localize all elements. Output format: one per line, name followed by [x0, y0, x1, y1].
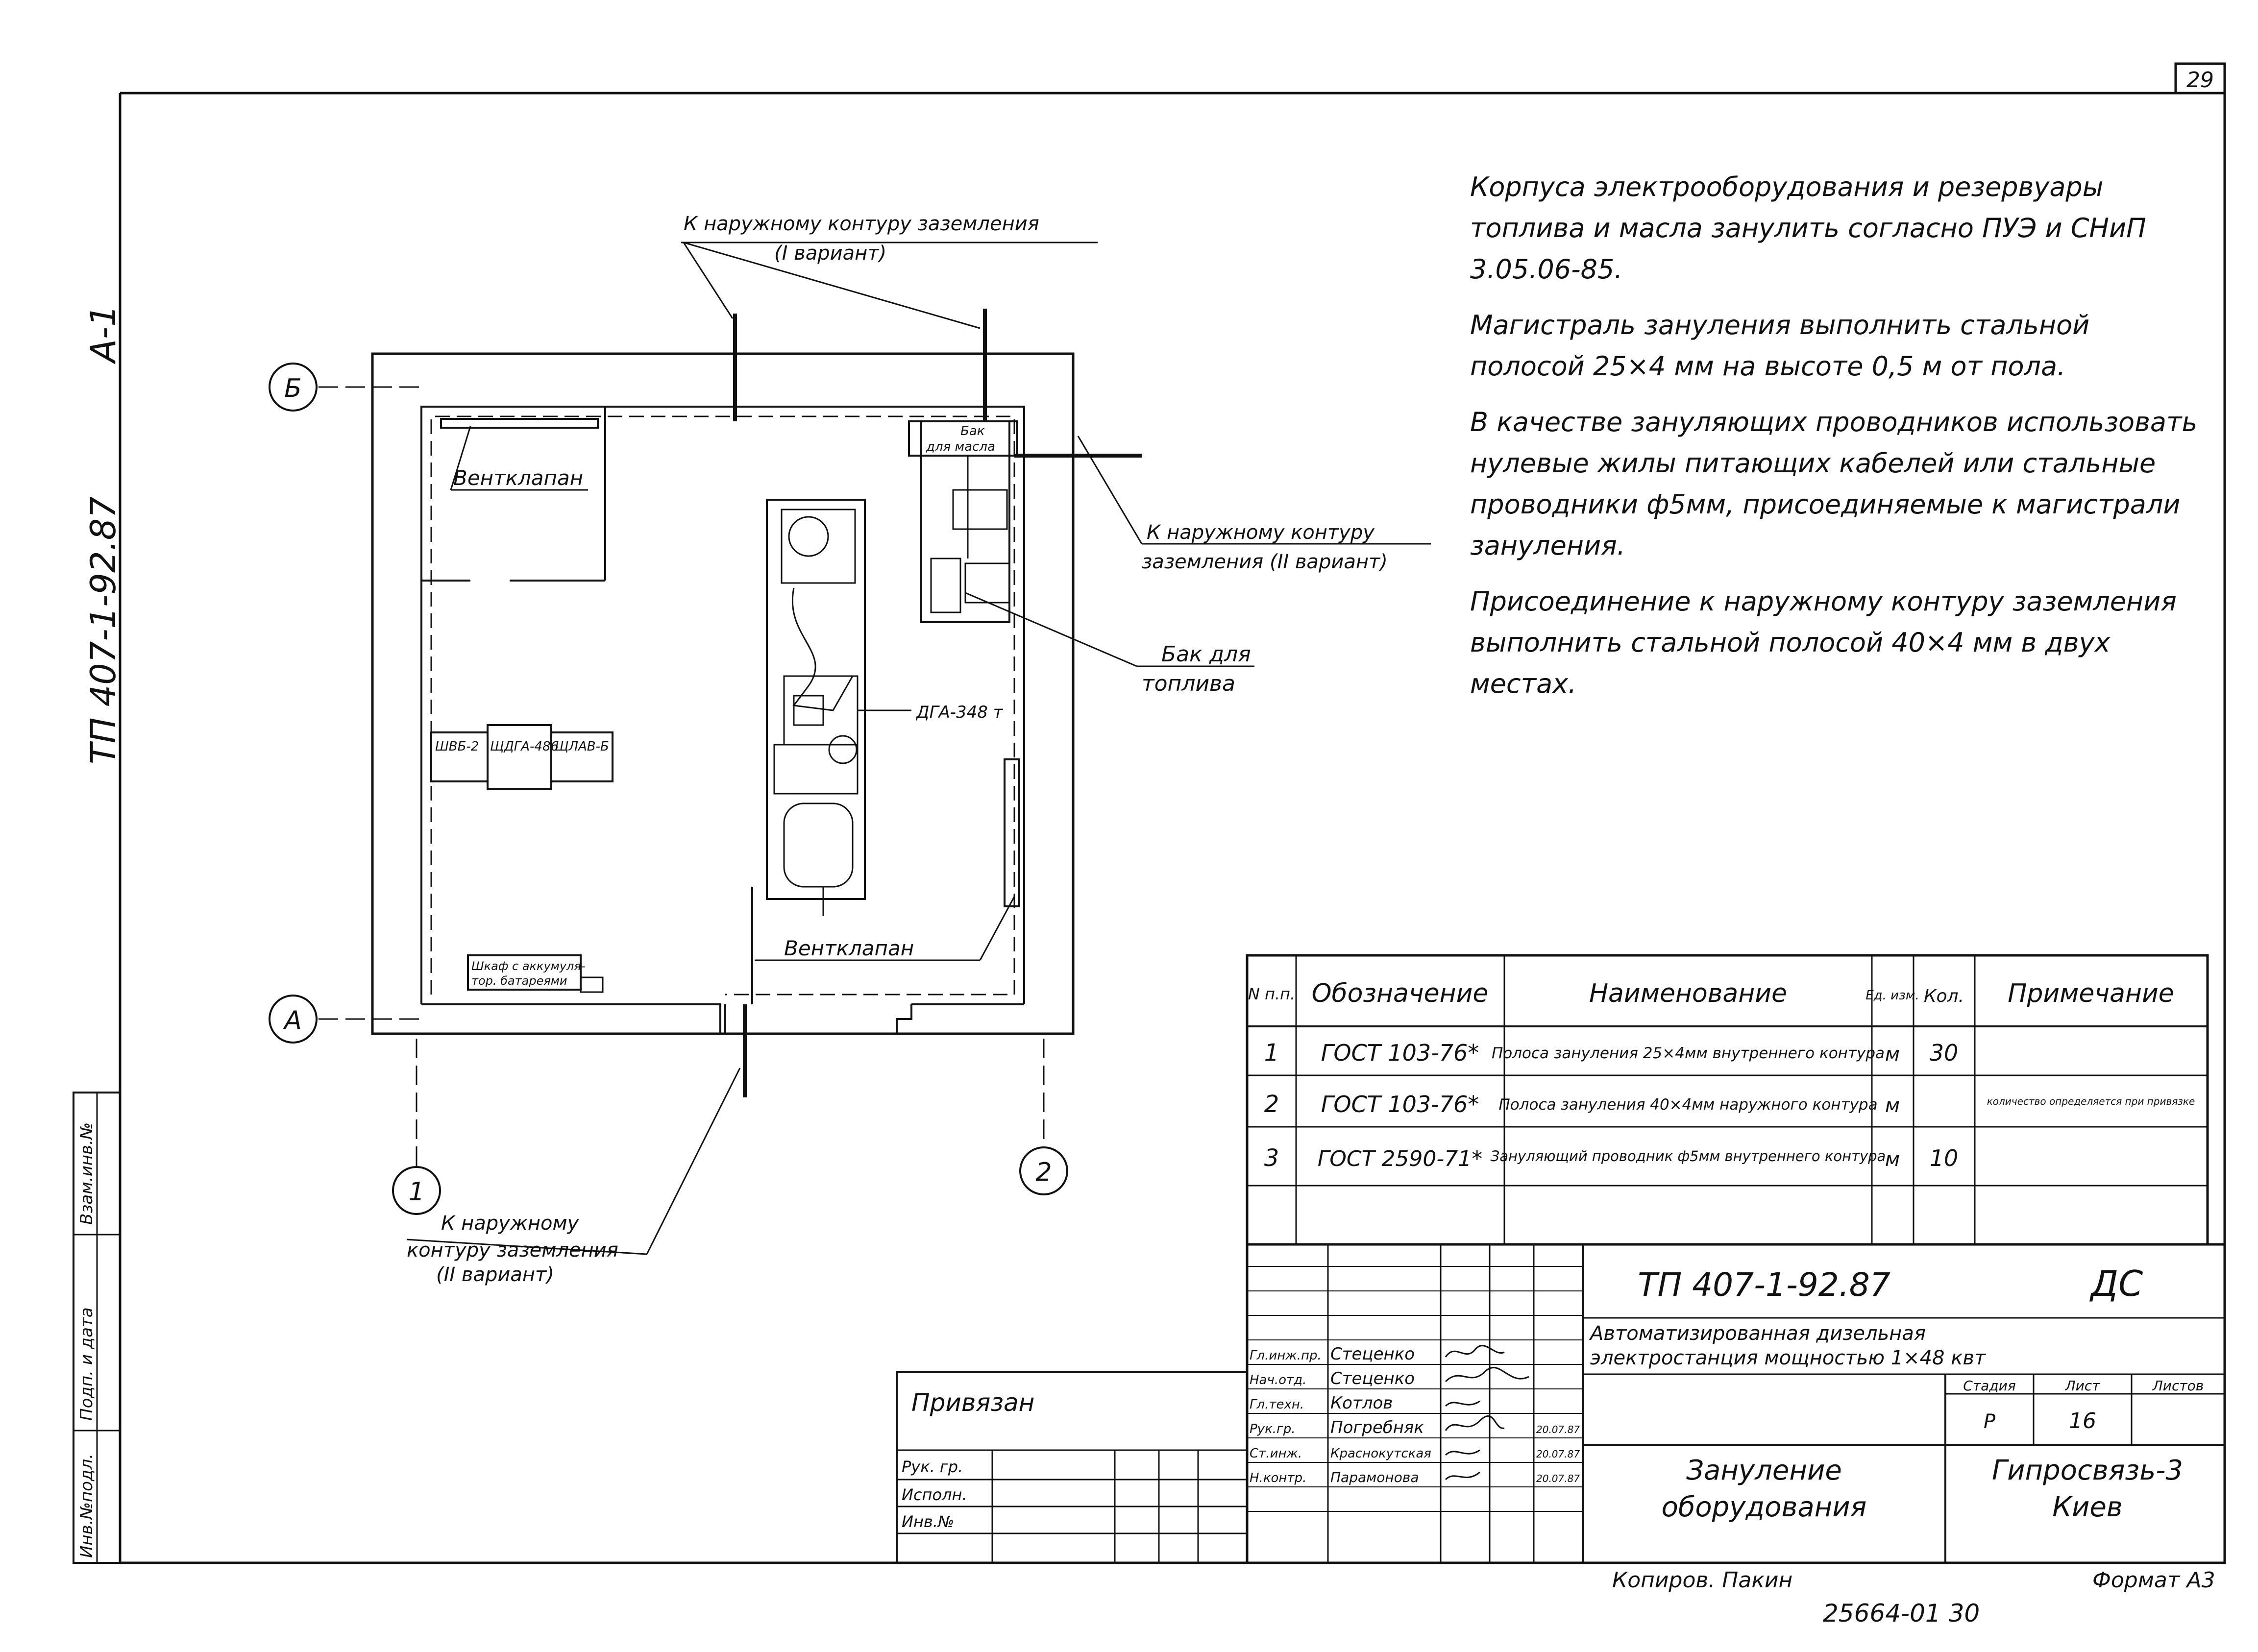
- role-1-name: Стеценко: [1330, 1344, 1415, 1364]
- oil-tank-label-1: Бак: [960, 424, 985, 438]
- generator-label: ДГА-348 т: [915, 703, 1004, 722]
- date-2: 20.07.87: [1536, 1448, 1580, 1460]
- axis-label-a: А: [283, 1006, 302, 1035]
- spec-row-3-designation: ГОСТ 2590-71*: [1318, 1146, 1483, 1171]
- fuel-tank-label-1: Бак для: [1161, 642, 1251, 667]
- spec-row-1-name: Полоса зануления 25×4мм внутреннего конт…: [1492, 1045, 1885, 1062]
- oil-tank-label-2: для масла: [926, 439, 995, 454]
- signatures: [1445, 1345, 1529, 1481]
- sheet-value: 16: [2069, 1409, 2096, 1433]
- role-6-name: Парамонова: [1330, 1469, 1419, 1485]
- spec-row-1-unit: м: [1885, 1043, 1900, 1066]
- privyazan-row-1: Рук. гр.: [902, 1458, 963, 1476]
- role-4-name: Погребняк: [1330, 1418, 1424, 1437]
- spec-header-num: N п.п.: [1248, 985, 1295, 1003]
- battery-cabinet-label-2: тор. батареями: [471, 974, 567, 988]
- role-2-name: Стеценко: [1330, 1369, 1415, 1388]
- spec-header-qty: Кол.: [1924, 986, 1964, 1006]
- panel-label-1: ШВБ-2: [435, 739, 479, 754]
- project-title-line1: Автоматизированная дизельная: [1589, 1322, 1926, 1345]
- spec-row-1-num: 1: [1264, 1039, 1279, 1067]
- title-block-grid: [896, 1243, 2226, 1564]
- spec-row-3-name: Зануляющий проводник ф5мм внутреннего ко…: [1491, 1148, 1886, 1165]
- callout-ground-2-bottom-line3: (II вариант): [436, 1263, 554, 1286]
- privyazan-row-2: Исполн.: [902, 1485, 967, 1504]
- sheets-header: Листов: [2152, 1378, 2204, 1394]
- organization-line1: Гипросвязь-3: [1992, 1455, 2183, 1486]
- panel-label-2: ЩДГА-486: [490, 739, 559, 754]
- role-1: Гл.инж.пр.: [1250, 1348, 1322, 1363]
- role-6: Н.контр.: [1250, 1471, 1306, 1485]
- callout-ground-1-line2: (I вариант): [774, 242, 886, 265]
- floor-plan: [269, 242, 1431, 1255]
- side-stamp: [73, 1092, 121, 1564]
- callout-ground-1-line1: К наружному контуру заземления: [684, 213, 1039, 235]
- axis-label-2: 2: [1035, 1158, 1052, 1187]
- spec-row-2-designation: ГОСТ 103-76*: [1321, 1091, 1479, 1118]
- side-stamp-label-2: Подп. и дата: [77, 1307, 97, 1421]
- stage-value: Р: [1984, 1410, 1996, 1433]
- role-5: Ст.инж.: [1250, 1446, 1302, 1461]
- role-2: Нач.отд.: [1250, 1373, 1306, 1387]
- side-code: ТП 407-1-92.87: [83, 496, 123, 764]
- project-title-line2: электростанция мощностью 1×48 квт: [1590, 1347, 1987, 1369]
- spec-row-2-note: количество определяется при привязке: [1987, 1095, 2195, 1107]
- note-2: Магистраль зануления выполнить стальной …: [1470, 310, 2090, 382]
- notes-block: Корпуса электрооборудования и резервуары…: [1470, 167, 2205, 719]
- privyazan-row-3: Инв.№: [902, 1512, 954, 1531]
- date-3: 20.07.87: [1536, 1473, 1580, 1484]
- drawing-title-line1: Зануление: [1686, 1455, 1842, 1486]
- role-3-name: Котлов: [1330, 1393, 1393, 1413]
- vent-valve-bottom-label: Вентклапан: [784, 936, 914, 960]
- spec-row-2-unit: м: [1885, 1094, 1900, 1117]
- privyazan-label: Привязан: [911, 1388, 1034, 1417]
- spec-row-3-unit: м: [1885, 1148, 1900, 1171]
- drawing-title-line2: оборудования: [1662, 1491, 1867, 1523]
- spec-header-name: Наименование: [1589, 979, 1787, 1008]
- axis-label-b: Б: [284, 374, 302, 403]
- battery-cabinet-label-1: Шкаф с аккумуля-: [471, 959, 586, 973]
- sheet-header: Лист: [2065, 1378, 2101, 1394]
- spec-row-3-num: 3: [1264, 1144, 1279, 1172]
- archive-number: 25664-01 30: [1823, 1599, 1980, 1628]
- role-4: Рук.гр.: [1250, 1422, 1295, 1436]
- title-code: ТП 407-1-92.87: [1638, 1266, 1890, 1304]
- spec-header-note: Примечание: [2008, 979, 2174, 1008]
- note-4: Присоединение к наружному контуру заземл…: [1470, 586, 2177, 699]
- role-3: Гл.техн.: [1250, 1397, 1304, 1412]
- callout-ground-2-right-line2: заземления (II вариант): [1142, 551, 1388, 573]
- side-sheet-ref: А-1: [83, 305, 123, 364]
- fuel-tank-label-2: топлива: [1142, 671, 1235, 696]
- sheet-number: 29: [2186, 68, 2214, 93]
- callout-ground-2-bottom-line1: К наружному: [441, 1212, 580, 1235]
- stage-header: Стадия: [1963, 1378, 2015, 1394]
- spec-header-designation: Обозначение: [1312, 979, 1489, 1008]
- copied-label: Копиров. Пакин: [1612, 1568, 1792, 1593]
- title-mark: ДС: [2089, 1263, 2143, 1304]
- spec-row-3-qty: 10: [1930, 1145, 1959, 1171]
- organization-line2: Киев: [2052, 1491, 2123, 1523]
- side-stamp-label-1: Инв.№подл.: [77, 1454, 97, 1558]
- callout-ground-2-bottom-line2: контуру заземления: [407, 1239, 618, 1262]
- format-label: Формат А3: [2092, 1568, 2215, 1593]
- panel-label-3: ЩЛАВ-Б: [555, 739, 609, 754]
- callout-ground-2-right-line1: К наружному контуру: [1147, 521, 1375, 544]
- spec-header-unit: Ед. изм.: [1865, 988, 1919, 1003]
- spec-row-2-num: 2: [1264, 1091, 1279, 1118]
- spec-row-1-qty: 30: [1930, 1040, 1959, 1066]
- role-5-name: Краснокутская: [1330, 1446, 1431, 1461]
- note-3: В качестве зануляющих проводников исполь…: [1470, 407, 2198, 561]
- date-1: 20.07.87: [1536, 1424, 1580, 1435]
- spec-row-2-name: Полоса зануления 40×4мм наружного контур…: [1498, 1096, 1877, 1114]
- vent-valve-top-label: Вентклапан: [453, 466, 583, 490]
- axis-label-1: 1: [408, 1177, 424, 1207]
- note-1: Корпуса электрооборудования и резервуары…: [1470, 171, 2146, 285]
- side-stamp-label-3: Взам.инв.№: [77, 1122, 97, 1225]
- spec-row-1-designation: ГОСТ 103-76*: [1321, 1040, 1479, 1066]
